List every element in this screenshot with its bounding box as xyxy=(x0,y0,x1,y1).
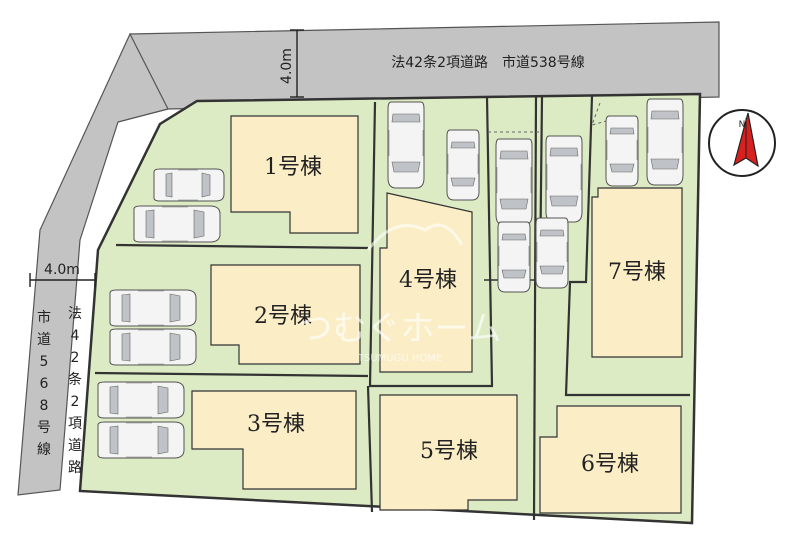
house-6: 6号棟 xyxy=(539,405,682,514)
car xyxy=(109,289,197,327)
west-road-label-char: 8 xyxy=(40,398,49,414)
car xyxy=(387,101,425,189)
label-house-6: 6号棟 xyxy=(581,452,639,477)
house-2: 2号棟 xyxy=(210,264,361,365)
west-road-label-char: 条 xyxy=(68,371,82,388)
house-7: 7号棟 xyxy=(591,187,683,358)
west-road-label-line1: 法 4 2 条 2 項道路 xyxy=(68,306,82,476)
car xyxy=(133,205,221,243)
car xyxy=(97,381,185,419)
car xyxy=(605,115,639,187)
west-road-label-char: 法 xyxy=(68,306,82,322)
house-3: 3号棟 xyxy=(191,390,357,490)
car xyxy=(153,168,225,202)
west-road-label-char: 路 xyxy=(68,460,82,476)
car xyxy=(535,217,569,289)
watermark-main: つむぐホーム xyxy=(299,309,502,349)
house-4: 4号棟 xyxy=(379,192,473,373)
car xyxy=(97,421,185,459)
west-road-label-char: 道 xyxy=(37,332,51,348)
west-road-label-char: 道 xyxy=(68,438,82,454)
west-road-label-char: 4 xyxy=(71,328,80,344)
house-1: 1号棟 xyxy=(230,115,359,234)
west-road-label-char: 5 xyxy=(40,354,49,370)
west-road-label-char: 市 xyxy=(37,309,51,326)
watermark: つむぐホーム TSUMUGU HOME xyxy=(299,223,502,364)
compass-label: N xyxy=(739,120,746,130)
car xyxy=(497,221,531,293)
label-house-4: 4号棟 xyxy=(399,268,457,293)
north-road-width-label: 4.0m xyxy=(279,48,295,84)
west-road-label-char: 6 xyxy=(40,376,49,392)
west-road-label-char: 線 xyxy=(37,442,51,458)
car xyxy=(109,328,197,366)
label-house-1: 1号棟 xyxy=(264,155,322,180)
west-road-label-line2: 市道 5 6 8 号線 xyxy=(37,309,51,458)
west-road-width-dimension: 4.0m xyxy=(29,262,96,287)
car xyxy=(495,138,533,226)
watermark-sub: TSUMUGU HOME xyxy=(357,353,442,364)
car xyxy=(446,129,480,201)
west-road-label-char: 号 xyxy=(37,420,51,436)
car xyxy=(646,98,684,186)
car xyxy=(545,135,583,223)
west-road-label-char: 2 xyxy=(71,350,80,366)
west-road-label-char: 項 xyxy=(68,416,82,432)
label-house-2: 2号棟 xyxy=(254,304,312,329)
west-road-width-label: 4.0m xyxy=(44,262,80,278)
road-west xyxy=(17,32,169,496)
label-house-7: 7号棟 xyxy=(608,260,666,285)
label-house-3: 3号棟 xyxy=(247,412,305,437)
label-house-5: 5号棟 xyxy=(420,439,478,464)
compass: N xyxy=(708,109,776,177)
north-road-label: 法42条2項道路 市道538号線 xyxy=(391,54,584,71)
west-road-label-char: 2 xyxy=(71,394,80,410)
house-5: 5号棟 xyxy=(379,394,518,511)
north-road-width-dimension: 4.0m xyxy=(279,29,304,98)
